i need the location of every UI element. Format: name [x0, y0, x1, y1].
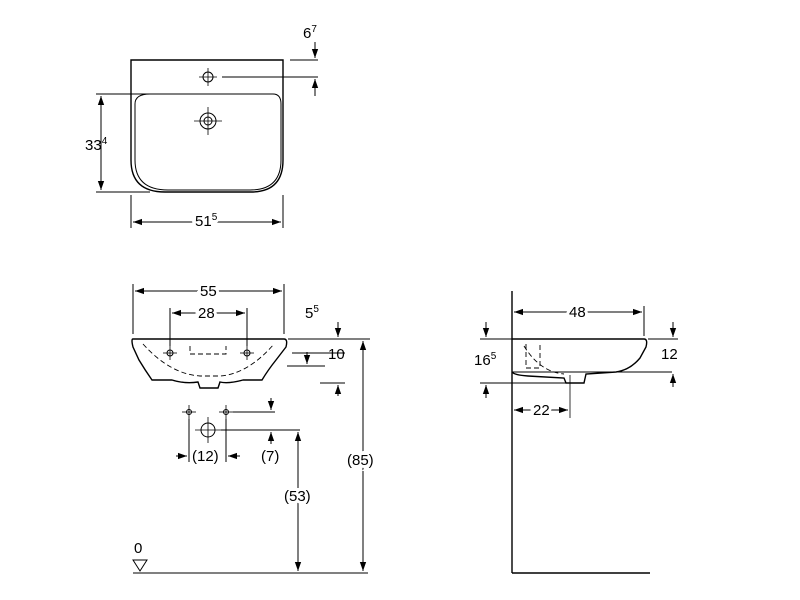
rim-height-label: (85) [347, 452, 374, 469]
waste-height-label: (53) [284, 488, 311, 505]
top-view: 334 515 67 [85, 24, 319, 233]
waste-distance-label: 22 [533, 402, 550, 419]
floor-level-label: 0 [134, 540, 142, 557]
side-view-outline [511, 338, 648, 384]
tap-offset-label: 67 [303, 24, 317, 42]
side-height-label: 165 [474, 351, 497, 369]
front-view: 55 28 55 10 (12) [131, 280, 377, 574]
width-dimension-label: 515 [195, 212, 218, 230]
tap-spacing-label: 28 [198, 305, 215, 322]
front-view-outline [131, 338, 288, 389]
overall-width-label: 55 [200, 283, 217, 300]
projection-label: 48 [569, 304, 586, 321]
floor-level-icon [132, 559, 148, 572]
rim-offset-label: 55 [305, 304, 319, 322]
side-view: 48 165 12 22 [474, 291, 678, 574]
basin-height-label: 10 [328, 346, 345, 363]
depth-dimension-label: 334 [85, 136, 108, 154]
waste-offset-label: (7) [261, 448, 279, 465]
top-view-bowl [134, 93, 282, 191]
rim-thickness-label: 12 [661, 346, 678, 363]
waste-spacing-label: (12) [192, 448, 219, 465]
top-view-outline [130, 59, 284, 193]
